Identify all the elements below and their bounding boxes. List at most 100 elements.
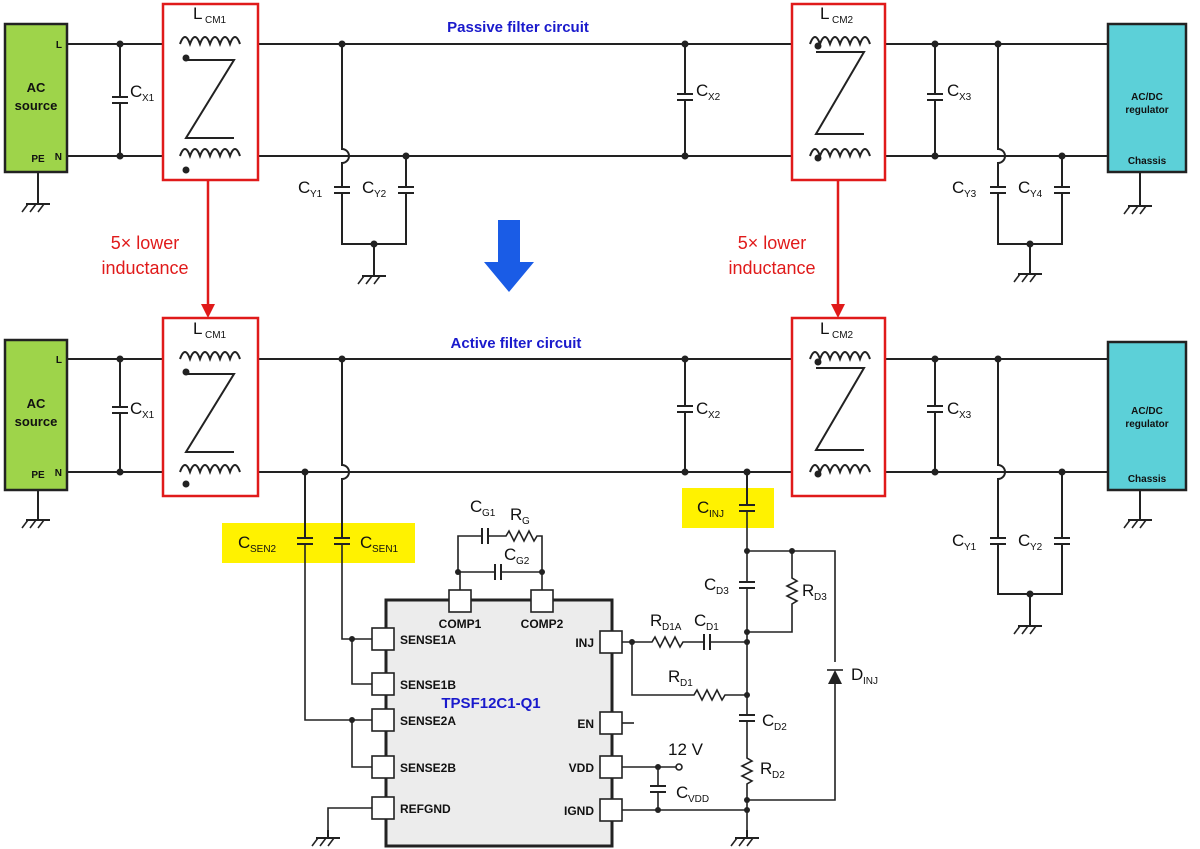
ground-icon	[730, 829, 760, 847]
active-csen: C SEN2 C SEN1	[222, 355, 415, 768]
pin-sense2a: SENSE2A	[400, 714, 456, 728]
component-label: G2	[516, 556, 530, 567]
component-label: D	[851, 665, 863, 684]
component-label: INJ	[863, 676, 878, 687]
component-label: C	[704, 575, 716, 594]
active-cy1-cy2: C Y1 C Y2	[952, 355, 1071, 635]
component-label: C	[676, 783, 688, 802]
component-label: C	[298, 178, 310, 197]
component-label: X2	[708, 410, 721, 421]
ground-icon	[1123, 197, 1153, 215]
terminal-pe-label: PE	[31, 154, 45, 165]
injection-network: C INJ C D3 R D3 R D1A C D1	[614, 468, 878, 847]
component-label: C	[470, 497, 482, 516]
component-label: C	[504, 545, 516, 564]
left-annotation: 5× lower	[111, 233, 180, 253]
ac-source-label: source	[15, 98, 58, 113]
active-lcm2: L CM2	[790, 316, 887, 498]
component-label: L	[820, 4, 829, 23]
component-label: C	[947, 399, 959, 418]
pin-comp1: COMP1	[439, 617, 482, 631]
active-regulator: AC/DC regulator Chassis	[1106, 340, 1188, 529]
component-label: R	[668, 667, 680, 686]
down-arrow-icon	[484, 220, 534, 292]
component-label: regulator	[1125, 105, 1168, 116]
active-lcm1: L CM1	[161, 316, 260, 498]
component-label: R	[802, 581, 814, 600]
ground-icon	[357, 267, 387, 285]
component-label: R	[650, 611, 662, 630]
component-label: Chassis	[1128, 156, 1167, 167]
active-cx3: C X3	[926, 355, 972, 476]
component-label: D3	[814, 592, 827, 603]
component-label: L	[56, 355, 62, 366]
component-label: regulator	[1125, 419, 1168, 430]
component-label: X2	[708, 92, 721, 103]
passive-lcm2: L CM2	[790, 2, 887, 182]
passive-filter-circuit: Passive filter circuit AC source L N PE …	[3, 2, 1188, 285]
passive-cy1-cy2: C Y1 C Y2	[298, 40, 415, 285]
component-label: C	[952, 178, 964, 197]
active-cx1: C X1	[111, 355, 155, 476]
supply-voltage: 12 V	[668, 740, 704, 759]
component-label: R	[510, 505, 522, 524]
component-label: G1	[482, 508, 496, 519]
component-label: D3	[716, 586, 729, 597]
active-title: Active filter circuit	[451, 335, 582, 352]
component-label: C	[238, 533, 250, 552]
component-label: Y1	[964, 542, 977, 553]
component-label: C	[696, 81, 708, 100]
pin-ignd: IGND	[564, 804, 594, 818]
component-label: X3	[959, 410, 972, 421]
component-label: X1	[142, 410, 155, 421]
highlight-box	[790, 316, 887, 498]
component-label: C	[130, 82, 142, 101]
component-label: Y3	[964, 189, 977, 200]
passive-cx1: C X1	[111, 40, 155, 160]
left-annotation: inductance	[101, 258, 188, 278]
component-label: AC/DC	[1131, 92, 1163, 103]
highlight-box	[161, 2, 260, 182]
component-label: Chassis	[1128, 474, 1167, 485]
component-label: AC	[27, 396, 46, 411]
component-label: L	[820, 319, 829, 338]
highlight-box	[682, 488, 774, 528]
component-label: CM1	[205, 15, 227, 26]
component-label: C	[952, 531, 964, 550]
active-ac-source: AC source L N PE	[3, 338, 69, 529]
component-label: C	[696, 399, 708, 418]
component-label: Y2	[1030, 542, 1043, 553]
pin-refgnd: REFGND	[400, 802, 451, 816]
pin-sense1a: SENSE1A	[400, 633, 456, 647]
component-label: C	[694, 611, 706, 630]
chip-name: TPSF12C1-Q1	[441, 695, 540, 712]
tpsf12c1-chip: TPSF12C1-Q1 COMP1 COMP2 SENSE1A SENSE1B …	[311, 497, 747, 848]
component-label: D1A	[662, 622, 682, 633]
component-label: Y2	[374, 189, 387, 200]
passive-lcm1: L CM1	[161, 2, 260, 182]
terminal-l-label: L	[56, 40, 62, 51]
component-label: C	[1018, 178, 1030, 197]
right-annotation: 5× lower	[738, 233, 807, 253]
component-label: SEN2	[250, 544, 277, 555]
component-label: C	[697, 498, 709, 517]
component-label: Y1	[310, 189, 323, 200]
component-label: C	[362, 178, 374, 197]
ac-source-label: AC	[27, 80, 46, 95]
component-label: R	[760, 759, 772, 778]
pin-comp2: COMP2	[521, 617, 564, 631]
component-label: D1	[706, 622, 719, 633]
passive-title: Passive filter circuit	[447, 19, 589, 36]
component-label: L	[193, 319, 202, 338]
component-label: D2	[772, 770, 785, 781]
component-label: source	[15, 414, 58, 429]
component-label: X3	[959, 92, 972, 103]
component-label: INJ	[709, 509, 724, 520]
component-label: CM2	[832, 15, 854, 26]
component-label: X1	[142, 93, 155, 104]
component-label: N	[55, 468, 62, 479]
terminal-n-label: N	[55, 152, 62, 163]
component-label: PE	[31, 470, 45, 481]
active-filter-circuit: Active filter circuit AC source L N PE C…	[3, 316, 1188, 848]
